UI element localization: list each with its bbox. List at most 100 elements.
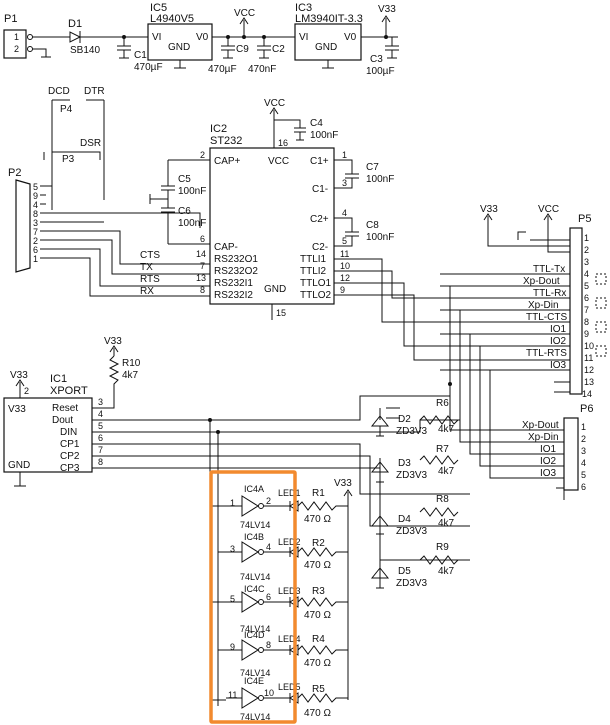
p5-pin: 10: [584, 341, 594, 351]
p6-connector: [563, 417, 579, 491]
pin12: 12: [340, 273, 350, 283]
ic5-gnd: GND: [168, 42, 190, 53]
ic2-vcc-label: VCC: [264, 98, 285, 109]
xport-pin: 3: [98, 397, 103, 407]
p5-ttl-rx: TTL-Rx: [533, 288, 566, 299]
pin1: 1: [342, 150, 347, 160]
ic1-label: IC1: [50, 373, 67, 385]
p5-pin: 8: [584, 317, 589, 327]
pin15: 15: [276, 308, 286, 318]
p2-pin: 5: [33, 182, 38, 192]
p5-pin: 6: [584, 293, 589, 303]
r6-label: R6: [436, 398, 449, 409]
p5-xp-dout: Xp-Dout: [523, 276, 560, 287]
led-channel: IC4A 1 2 74LV14 LED1 R1 470 Ω: [210, 484, 348, 530]
p2-label: P2: [8, 167, 21, 179]
vcc-label: VCC: [234, 8, 255, 19]
xport-cp3: CP3: [60, 463, 80, 474]
p6-pin: 5: [581, 470, 586, 480]
led-resistor-label: R1: [312, 488, 325, 499]
inverter-gate: [241, 591, 259, 613]
led-resistor-value: 470 Ω: [304, 560, 331, 571]
p6-io1: IO1: [540, 444, 557, 455]
xport-pin: 6: [98, 433, 103, 443]
pin9: 9: [340, 285, 345, 295]
xport-v33-arrow-label: V33: [10, 370, 28, 381]
ttlo1: TTLO1: [300, 278, 332, 289]
c2-value: 470nF: [248, 64, 276, 75]
c1-minus: C1-: [312, 184, 328, 195]
led-resistor-label: R5: [312, 684, 325, 695]
r9-value: 4k7: [438, 566, 455, 577]
gate-out-pin: 4: [266, 542, 271, 552]
highlight-box: [209, 470, 297, 724]
power-section: P1 1 2 D1 SB140 C1 470µF IC5 L4940V5 VI …: [3, 2, 399, 77]
xport-din: DIN: [60, 427, 77, 438]
p2-pin: 1: [33, 254, 38, 264]
p5-ttl-cts: TTL-CTS: [526, 312, 567, 323]
led-resistor-label: R3: [312, 586, 325, 597]
p2-pins: 5 9 4 8 3 7 2 6 1: [33, 182, 38, 264]
gate-out-pin: 8: [266, 640, 271, 650]
p6-pins: 1 2 3 4 5 6: [581, 422, 586, 492]
p5-label: P5: [578, 213, 591, 225]
r8-value: 4k7: [438, 518, 455, 529]
ic3-regulator: [294, 23, 362, 61]
tx-label: TX: [140, 262, 153, 273]
p5-pin: 4: [584, 269, 589, 279]
p5-pins: 1 2 3 4 5 6 7 8 9 10 11 12 13 14: [582, 233, 594, 399]
p5-pin: 3: [584, 257, 589, 267]
led-resistor-value: 470 Ω: [304, 708, 331, 719]
xport-cp2: CP2: [60, 451, 80, 462]
c4-value: 100nF: [310, 130, 338, 141]
xport-cp1: CP1: [60, 439, 80, 450]
gate-label: IC4D: [244, 630, 265, 640]
led-channel: IC4E 11 10 74LV14 LED5 R5 470 Ω: [226, 676, 348, 722]
p6-pin: 3: [581, 446, 586, 456]
ic2-vcc-pin: VCC: [268, 156, 289, 167]
pin6: 6: [200, 234, 205, 244]
ttli2: TTLI2: [300, 266, 327, 277]
led-resistor-label: R4: [312, 634, 325, 645]
d5-part: ZD3V3: [396, 578, 428, 589]
xport-pin: 7: [98, 445, 103, 455]
gate-in-pin: 1: [230, 498, 235, 508]
r10-label: R10: [122, 358, 141, 369]
c1-label: C1: [134, 50, 147, 61]
p5-io3: IO3: [550, 360, 567, 371]
ic5-vi: VI: [152, 32, 161, 43]
p2-pin: 9: [33, 191, 38, 201]
d3-label: D3: [398, 458, 411, 469]
p5-connector: [569, 227, 583, 395]
c7-value: 100nF: [366, 174, 394, 185]
r10-v33-label: V33: [104, 336, 122, 347]
r9-label: R9: [436, 542, 449, 553]
ic5-regulator: [147, 23, 213, 61]
led-channel: IC4C 5 6 74LV14 LED3 R3 470 Ω: [210, 584, 348, 634]
p5-connector-group: P5 1 2 3 4 5 6 7 8 9 10 11 12 13 14 V33 …: [440, 204, 607, 399]
p6-pin: 2: [581, 434, 586, 444]
ic2-gnd: GND: [264, 284, 286, 295]
gate-label: IC4B: [244, 532, 264, 542]
led-label: LED2: [278, 537, 301, 547]
gate-in-pin: 11: [228, 690, 237, 700]
gate-label: IC4C: [244, 584, 265, 594]
pin14: 14: [196, 249, 206, 259]
p2-pin: 2: [33, 236, 38, 246]
p6-connector-group: P6 1 2 3 4 5 6 Xp-Dout Xp-Din IO1 IO2 IO…: [448, 286, 593, 500]
pin3: 3: [342, 178, 347, 188]
pin5: 5: [342, 236, 347, 246]
p5-v33-label: V33: [480, 204, 498, 215]
d2-label: D2: [398, 414, 411, 425]
c2-plus: C2+: [310, 214, 329, 225]
xport-reset: Reset: [52, 403, 78, 414]
pin2: 2: [200, 150, 205, 160]
ttlo2: TTLO2: [300, 290, 332, 301]
c1-value: 470µF: [134, 62, 163, 73]
ic3-vo: V0: [344, 32, 357, 43]
c6-value: 100nF: [178, 218, 206, 229]
inverter-gate: [241, 541, 259, 563]
p2-connector: [15, 179, 31, 273]
xport-section: V33 2 IC1 XPORT V33 GND Reset Dout DIN C…: [3, 336, 470, 561]
d2-part: ZD3V3: [396, 426, 428, 437]
